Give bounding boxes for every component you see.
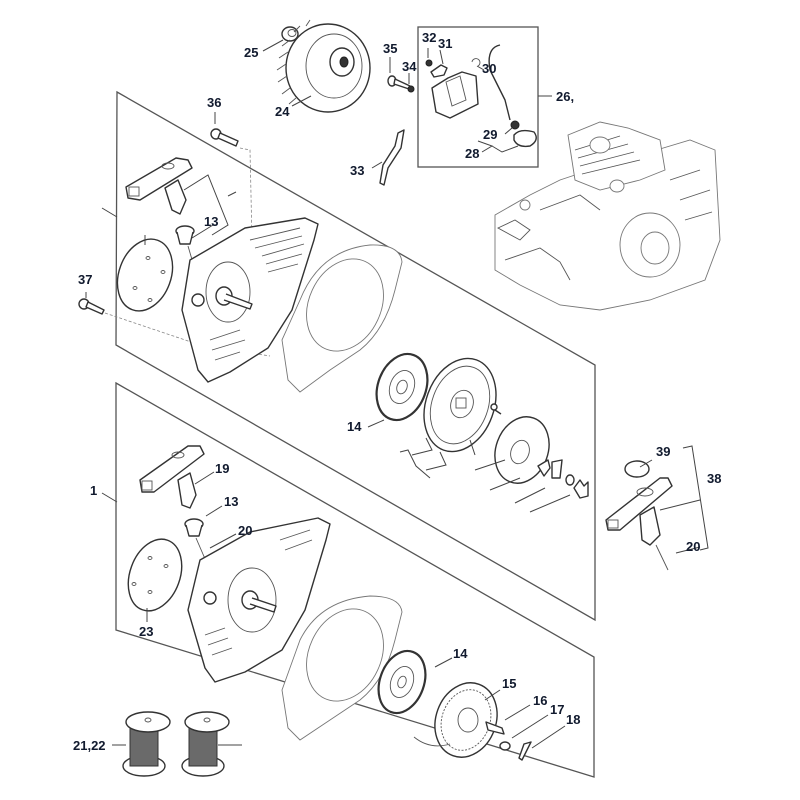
callout-29: 29 [483,127,497,142]
callout-36: 36 [207,95,221,110]
fan-housing-lower [187,517,331,683]
callout-32: 32 [422,30,436,45]
rope-guide-bushing-part-13 [184,518,204,537]
pawls-and-spring-upper [537,459,589,499]
leader-1-upper [101,207,118,218]
callout-20-lower: 20 [238,523,252,538]
clip-part-33 [379,129,405,186]
callout-13-upper: 13 [204,214,218,229]
engine-block [494,121,721,311]
leader-13-lower [205,505,223,517]
callout-31: 31 [438,36,452,51]
starter-cover-lower [281,595,403,741]
spring-pin-part-16 [485,721,505,735]
callout-30: 30 [482,61,496,76]
nut-part-25 [281,26,299,42]
screw-small-upper [490,403,502,415]
ignition-module-frame [417,26,539,168]
leader-25 [262,39,284,52]
starter-grip-upper [125,157,193,215]
leader-17 [511,714,549,739]
leader-31 [439,49,444,65]
leader-13-upper [183,174,237,239]
rewind-spring-upper [375,352,429,422]
spring-clip-part-18 [518,741,532,761]
leader-20-lower [209,533,237,549]
callout-15: 15 [502,676,516,691]
callout-20-right: 20 [686,539,700,554]
leader-18 [531,725,566,749]
rope-rotor-upper [423,357,497,453]
pawl-carrier-upper [494,416,550,484]
leader-28 [477,140,519,153]
screw-part-35 [387,75,411,90]
screw-part-36 [210,128,239,147]
callout-26: 26, [556,89,574,104]
callout-33: 33 [350,163,364,178]
washer-part-17 [499,741,511,751]
cover-disc-upper [116,238,174,312]
plug-part-29 [510,120,520,130]
callout-21-22: 21,22 [73,738,106,753]
assembly-frame-lower [115,381,595,778]
terminal-part-31 [430,64,448,78]
cover-disc-part-23 [127,538,183,612]
rope-rotor-part-15 [413,682,498,758]
rope-spool-1 [122,711,171,777]
callout-14-upper: 14 [347,419,362,434]
callout-39: 39 [656,444,670,459]
leader-16 [504,704,531,721]
flywheel-part-24 [276,19,371,113]
leader-15 [484,689,501,701]
washer-part-34 [407,85,415,93]
leader-30 [476,65,485,71]
callout-25: 25 [244,45,258,60]
leader-14-lower [434,657,453,668]
rope-guide-bushing-upper [175,225,195,245]
ignition-module [431,44,511,121]
screw-part-37 [78,298,105,315]
leader-33 [371,161,383,169]
rewind-spring-part-14 [377,649,427,715]
callout-28: 28 [465,146,479,161]
callout-24: 24 [275,104,290,119]
rope-spool-2 [181,711,230,777]
screw-part-32 [425,59,433,67]
callout-23: 23 [139,624,153,639]
callout-38: 38 [707,471,721,486]
callout-17: 17 [550,702,564,717]
callout-35: 35 [383,41,397,56]
clip-part-30 [471,58,481,67]
assembly-frame-upper [115,90,596,622]
callout-1: 1 [90,483,97,498]
callout-13-lower: 13 [224,494,238,509]
leader-1 [101,492,118,503]
fan-housing-upper [181,217,319,383]
grip-part-38 [605,477,673,571]
callout-34: 34 [402,59,417,74]
leader-14-upper [367,419,385,428]
leader-29 [504,127,513,135]
starter-cover-upper [281,244,403,393]
boot-part-28 [513,129,537,148]
callout-14-lower: 14 [453,646,468,661]
leader-24 [291,95,312,107]
callout-37: 37 [78,272,92,287]
callout-18: 18 [566,712,580,727]
callout-19: 19 [215,461,229,476]
leader-19 [194,471,215,485]
grip-part-19 [139,445,205,509]
callout-16: 16 [533,693,547,708]
